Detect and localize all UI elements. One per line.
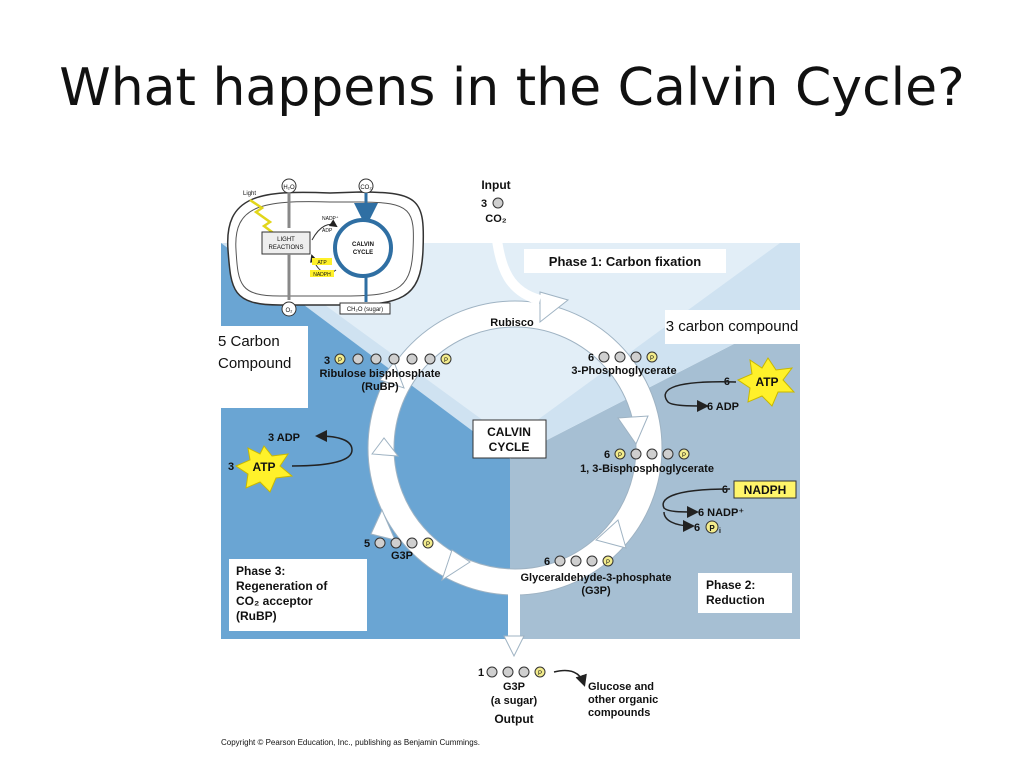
nadp-out-label: 6 NADP⁺ <box>698 507 744 519</box>
rubp-phosphate-right: P <box>444 358 448 364</box>
inset-co2: CO₂ <box>360 185 372 191</box>
bpg-name: 1, 3-Bisphosphoglycerate <box>580 463 714 475</box>
phase3-label-3: CO₂ acceptor <box>236 594 313 608</box>
rubp-phosphate-left: P <box>338 358 342 364</box>
pi-subscript: i <box>719 528 721 535</box>
input-molecule: CO₂ <box>485 213 507 225</box>
glucose-label-1: Glucose and <box>588 681 654 693</box>
rubp-name-1: Ribulose bisphosphate <box>319 368 440 380</box>
cycle-direction-arrows <box>370 291 649 582</box>
inset-light: Light <box>243 191 256 197</box>
five-carbon-note-2: Compound <box>218 355 291 372</box>
bpg-molecule: 6 P P 1, 3-Bisphosphoglycerate <box>580 448 714 475</box>
rubisco-label: Rubisco <box>490 317 534 329</box>
pga-molecule: 6 P 3-Phosphoglycerate <box>571 351 677 377</box>
adp-left-label: 3 ADP <box>268 432 300 444</box>
output-phosphate: P <box>538 671 542 677</box>
g3p-name-2: (G3P) <box>581 585 611 597</box>
center-label-2: CYCLE <box>489 440 530 454</box>
inset-calvin-1: CALVIN <box>352 242 374 248</box>
light-zigzag-icon <box>249 198 281 239</box>
atp-star-left <box>234 445 294 493</box>
nadph-label: NADPH <box>744 483 787 497</box>
phase3-label-4: (RuBP) <box>236 609 277 623</box>
inset-light-reactions-1: LIGHT <box>277 237 295 243</box>
inset-nadp: NADP⁺ <box>322 216 339 222</box>
g3p5-molecule: 5 P G3P <box>364 537 434 562</box>
phase2-label-1: Phase 2: <box>706 578 755 592</box>
inset-light-reactions-2: REACTIONS <box>268 245 303 251</box>
copyright-text: Copyright © Pearson Education, Inc., pub… <box>221 738 480 747</box>
output-name-2: (a sugar) <box>491 695 538 707</box>
output-count: 1 <box>478 667 484 679</box>
inset-sugar: CH₂O (sugar) <box>347 307 383 313</box>
inset-nadph: NADPH <box>313 272 331 278</box>
g3p-name-1: Glyceraldehyde-3-phosphate <box>521 572 672 584</box>
atp-left-label: ATP <box>252 460 275 474</box>
center-label-1: CALVIN <box>487 425 531 439</box>
five-carbon-note-1: 5 Carbon <box>218 333 280 350</box>
nadph-count: 6 <box>722 484 728 496</box>
output-label: Output <box>494 712 533 726</box>
rubp-molecule: 3 P P Ribulose bisphosphate (RuBP) <box>319 353 452 393</box>
inset-o2: O₂ <box>286 308 294 314</box>
pi-label: P <box>709 524 715 533</box>
bpg-phosphate-left: P <box>618 453 622 459</box>
phase2-label-2: Reduction <box>706 593 765 607</box>
atp-left-count: 3 <box>228 461 234 473</box>
input-count: 3 <box>481 198 487 210</box>
input-arrow <box>491 231 542 305</box>
pga-count: 6 <box>588 352 594 364</box>
inset-adp: ADP <box>322 228 333 234</box>
pga-phosphate: P <box>650 356 654 362</box>
rubp-name-2: (RuBP) <box>361 381 399 393</box>
phase3-label-2: Regeneration of <box>236 579 328 593</box>
chloroplast-inset: H₂O CO₂ Light LIGHT REACTIONS NADP⁺ ADP … <box>227 178 425 317</box>
inset-atp: ATP <box>317 260 327 266</box>
pga-name: 3-Phosphoglycerate <box>571 365 676 377</box>
atp-right-label: ATP <box>755 375 778 389</box>
phase1-label: Phase 1: Carbon fixation <box>549 254 701 269</box>
g3p-molecule: 6 P Glyceraldehyde-3-phosphate (G3P) <box>521 555 672 597</box>
inset-h2o: H₂O <box>283 185 295 191</box>
input-label: Input <box>481 178 510 192</box>
inset-calvin-2: CYCLE <box>353 250 373 256</box>
adp-right-label: 6 ADP <box>707 401 739 413</box>
three-carbon-note: 3 carbon compound <box>666 318 799 335</box>
glucose-label-2: other organic <box>588 694 658 706</box>
g3p5-phosphate: P <box>426 542 430 548</box>
g3p5-name: G3P <box>391 550 413 562</box>
output-name-1: G3P <box>503 681 525 693</box>
bpg-phosphate-right: P <box>682 453 686 459</box>
phase3-label-1: Phase 3: <box>236 564 285 578</box>
bpg-count: 6 <box>604 449 610 461</box>
g3p-count: 6 <box>544 556 550 568</box>
glucose-label-3: compounds <box>588 707 650 719</box>
rubp-count: 3 <box>324 355 330 367</box>
slide-title: What happens in the Calvin Cycle? <box>59 58 965 118</box>
atp-star-right <box>736 357 796 407</box>
pi-count: 6 <box>694 522 700 534</box>
g3p-phosphate: P <box>606 560 610 566</box>
g3p5-count: 5 <box>364 538 370 550</box>
